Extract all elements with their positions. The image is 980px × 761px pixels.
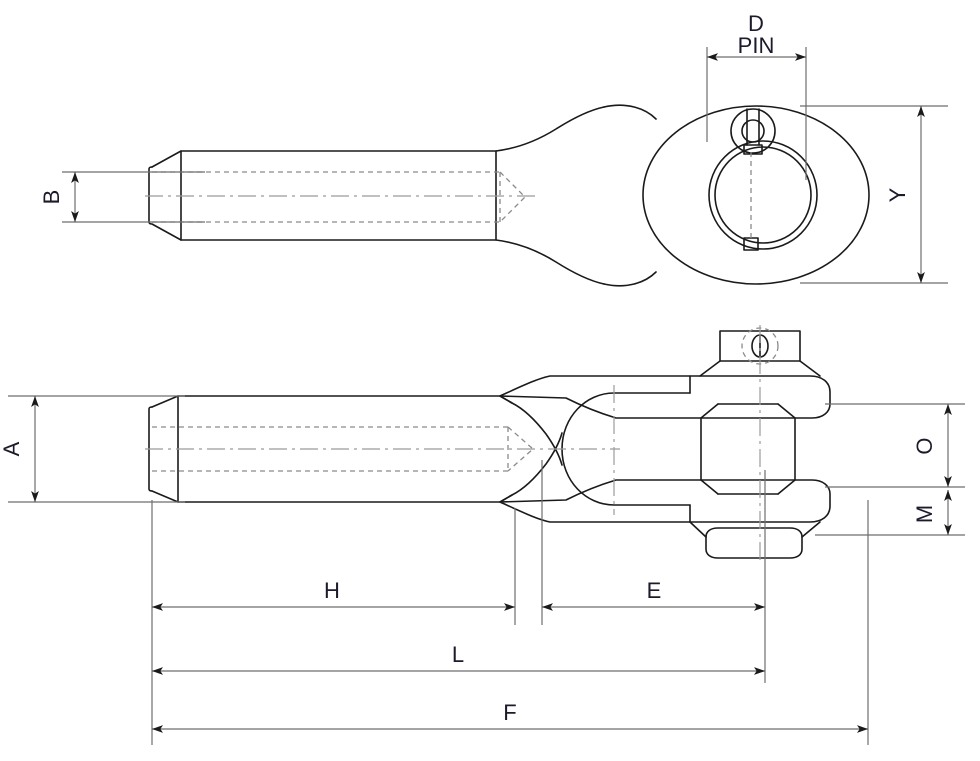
pin-nut-chamfer-right	[801, 521, 821, 538]
dimension-label-h: H	[324, 578, 340, 603]
pin-outer-circle	[708, 140, 818, 250]
plan-view-dimension-extension-lines	[151, 460, 869, 745]
cotter-ring-collar-top	[743, 144, 763, 155]
dimension-label-m: M	[912, 505, 937, 523]
dimension-label-e: E	[647, 578, 662, 603]
pin-barrel-chamfer-lower-left	[700, 479, 719, 495]
jaw-cheek-upper-outer	[499, 375, 831, 419]
pin-head-chamfer-right	[799, 360, 821, 377]
dimension-label-d: D	[748, 11, 764, 36]
dimension-label-o: O	[912, 437, 937, 454]
dimension-label-a: A	[0, 441, 24, 456]
dimension-o	[825, 403, 965, 488]
pin-nut-chamfer-left	[689, 521, 707, 538]
plan-view	[148, 330, 831, 559]
side-elevation-hidden-lines	[152, 152, 752, 240]
dimension-label-f: F	[503, 700, 516, 725]
dimension-label-b: B	[39, 190, 64, 205]
pin-barrel-chamfer-upper-left	[700, 403, 719, 419]
jaw-flank-upper	[499, 395, 563, 466]
neck-blend-upper	[603, 104, 657, 120]
shank-outline-top-view-upper	[151, 106, 605, 168]
dimension-label-l: L	[452, 642, 464, 667]
shank-outline-plan-top-edge	[151, 395, 513, 408]
shank-outline-top-view	[148, 166, 605, 285]
pin-inner-circle	[714, 146, 812, 244]
dimension-d-pin	[706, 47, 807, 180]
neck-blend-lower	[603, 271, 657, 287]
dimension-y	[800, 105, 948, 284]
dimension-b	[62, 171, 205, 223]
dimension-label-pin: PIN	[738, 33, 775, 58]
pin-barrel-chamfer-upper-right	[777, 403, 796, 419]
pin-head-chamfer-left	[699, 360, 721, 377]
plan-view-center-lines	[145, 325, 761, 565]
shank-outline-plan-bottom-edge	[151, 490, 513, 503]
side-elevation-view	[148, 104, 870, 287]
shank-bore-cone-hidden	[499, 171, 526, 223]
cotter-ring-inner	[741, 119, 765, 143]
pin-barrel-chamfer-lower-right	[777, 479, 796, 495]
cotter-ring-outer	[730, 108, 776, 154]
jaw-flank-lower	[499, 432, 563, 503]
jaw-cheek-lower-outer	[499, 479, 831, 523]
dimension-a	[8, 395, 185, 503]
dimension-label-y: Y	[885, 187, 910, 202]
shank-bore-cone-hidden-plan	[507, 426, 534, 472]
pin-nut-washer	[705, 527, 803, 559]
eye-head-outline	[642, 105, 870, 285]
dimension-m	[815, 490, 965, 536]
